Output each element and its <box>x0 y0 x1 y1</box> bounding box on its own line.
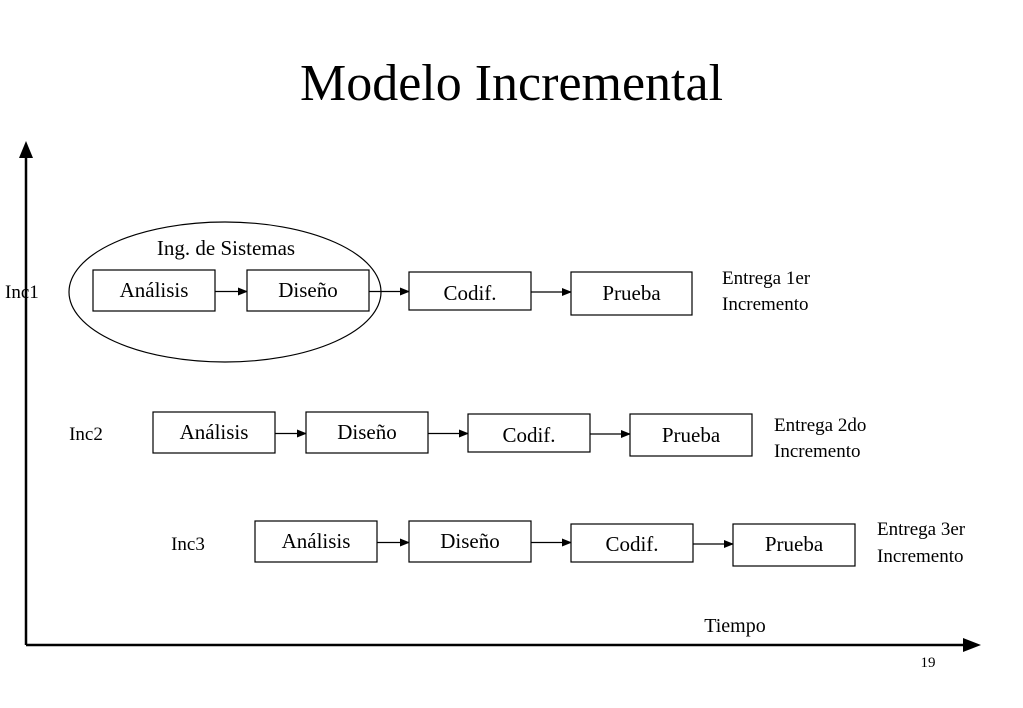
delivery-label: Incremento <box>774 441 861 462</box>
x-axis-arrowhead <box>963 638 981 652</box>
phase-box <box>152 411 276 454</box>
slide-title: Modelo Incremental <box>299 55 724 112</box>
phase-label: Prueba <box>662 423 721 447</box>
phase-label: Diseño <box>337 420 397 444</box>
delivery-label: Incremento <box>722 294 809 315</box>
phase-label: Diseño <box>278 278 338 302</box>
phase-label: Codif. <box>502 423 555 447</box>
delivery-label: Entrega 2do <box>774 415 866 436</box>
phase-box <box>305 411 429 454</box>
x-axis-label: Tiempo <box>704 615 766 637</box>
phase-box <box>732 523 856 567</box>
increment-label: Inc1 <box>5 282 39 303</box>
phase-label: Análisis <box>120 278 189 302</box>
phase-box <box>92 269 216 312</box>
phase-box <box>570 271 693 316</box>
increment-row: Inc3 Análisis Diseño Codif. Prueba Entrega 3e… <box>171 519 966 567</box>
phase-box <box>629 413 753 457</box>
phase-label: Diseño <box>440 529 500 553</box>
delivery-label: Entrega 3er <box>877 519 966 540</box>
phase-box <box>408 271 532 311</box>
phase-label: Análisis <box>180 420 249 444</box>
phase-label: Prueba <box>602 281 661 305</box>
phase-label: Codif. <box>605 532 658 556</box>
increment-row: Inc1 Análisis Diseño Codif. Prueba Entrega 1e… <box>5 268 811 316</box>
phase-label: Codif. <box>443 281 496 305</box>
phase-box <box>254 520 378 563</box>
phase-label: Análisis <box>282 529 351 553</box>
increment-row: Inc2 Análisis Diseño Codif. Prueba Entrega 2d… <box>69 411 866 462</box>
phase-label: Prueba <box>765 532 824 556</box>
delivery-label: Entrega 1er <box>722 268 811 289</box>
increment-label: Inc3 <box>171 534 205 555</box>
phase-box <box>246 269 370 312</box>
systems-engineering-label: Ing. de Sistemas <box>157 236 295 260</box>
increment-label: Inc2 <box>69 424 103 445</box>
y-axis-arrowhead <box>19 141 33 158</box>
phase-box <box>408 520 532 563</box>
delivery-label: Incremento <box>877 546 964 567</box>
phase-box <box>570 523 694 563</box>
phase-box <box>467 413 591 453</box>
page-number: 19 <box>921 655 936 671</box>
